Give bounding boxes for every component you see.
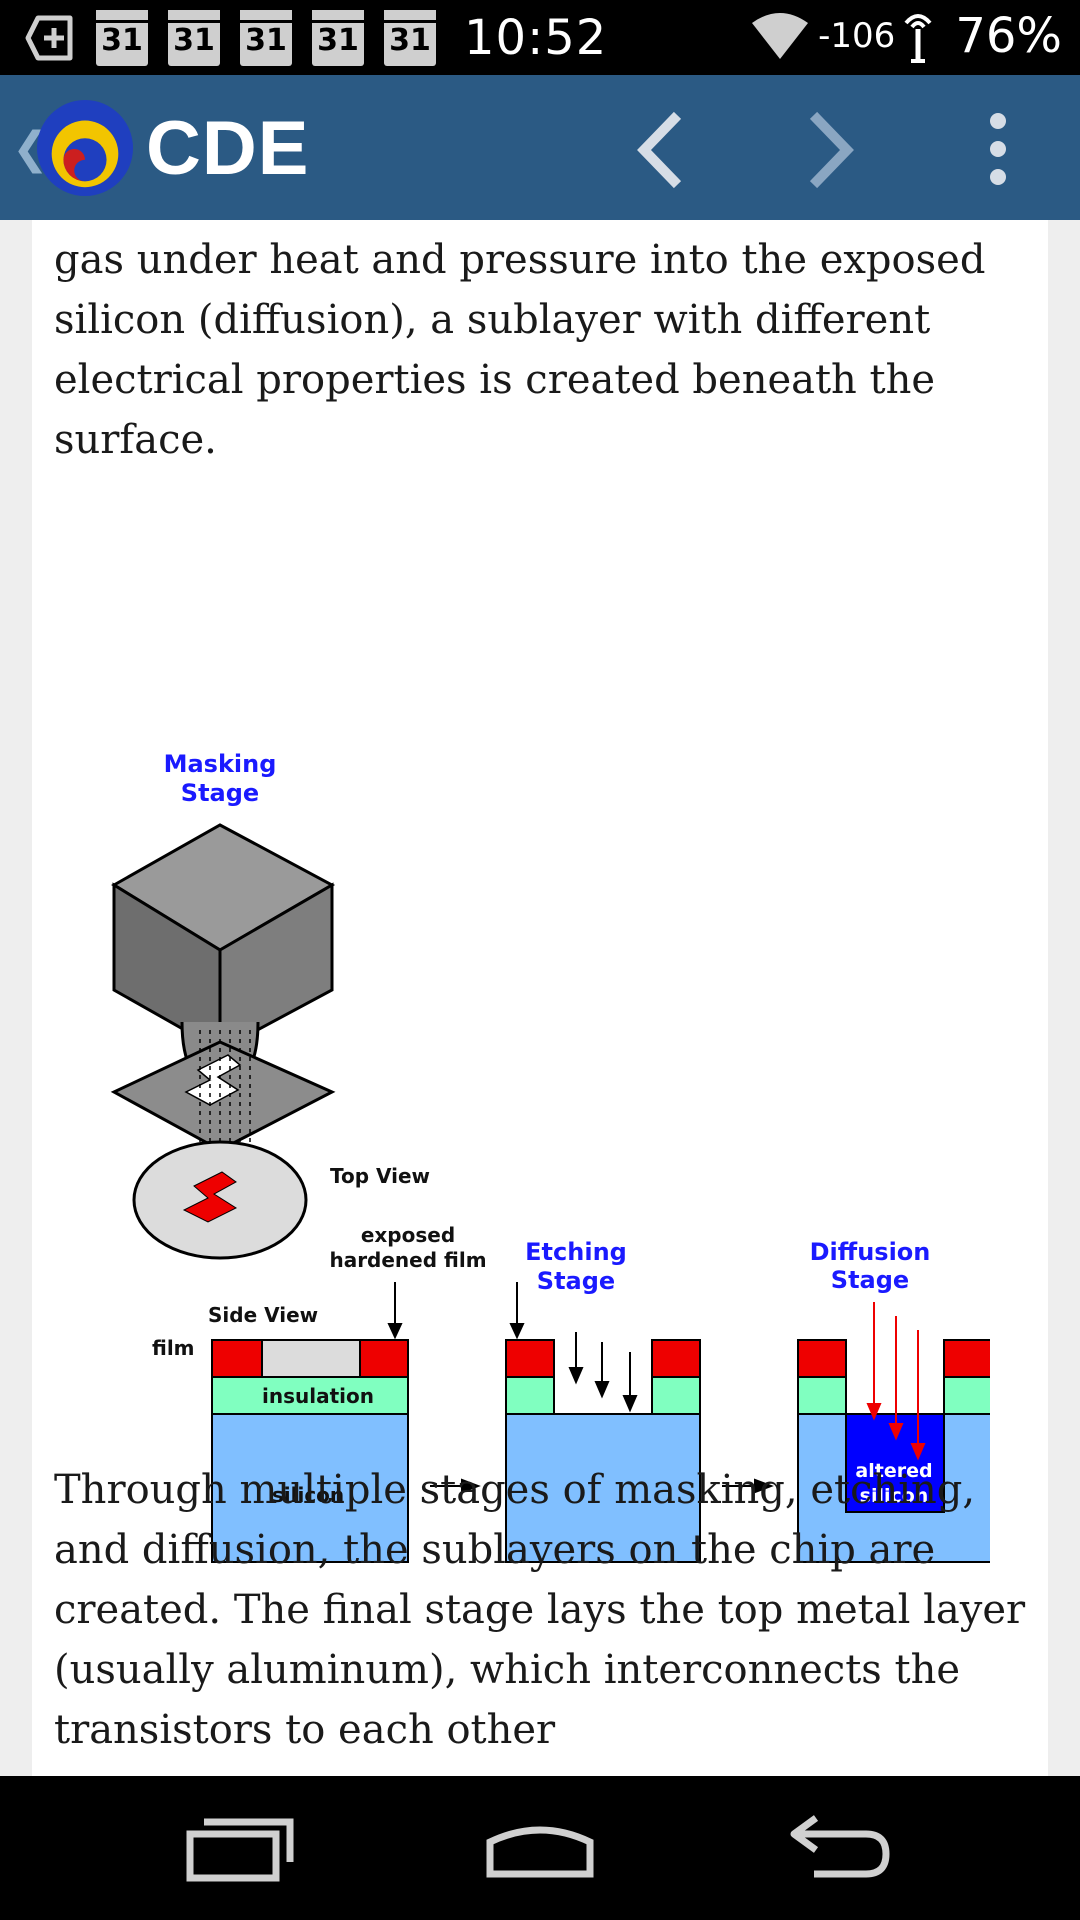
forward-arrow-icon[interactable] (783, 105, 873, 195)
article-content: gas under heat and pressure into the exp… (32, 220, 1048, 1776)
cde-logo[interactable] (36, 99, 134, 197)
calendar-icon: 31 (312, 10, 364, 66)
altered-silicon-label: altered (855, 1460, 932, 1482)
diffusion-arrows (866, 1302, 926, 1461)
side-view-etching (505, 1339, 701, 1563)
back-icon[interactable] (786, 1812, 896, 1884)
calendar-icon: 31 (240, 10, 292, 66)
masking-stage-label: Stage (181, 779, 259, 807)
calendar-icon: 31 (384, 10, 436, 66)
calendar-icon: 31 (96, 10, 148, 66)
diffusion-stage-label: Stage (831, 1266, 909, 1294)
back-arrow-icon[interactable] (618, 105, 708, 195)
clock: 10:52 (464, 10, 608, 66)
chip-fabrication-diagram: Masking Stage (110, 750, 990, 1563)
article-paragraph: Through multiple stages of masking, etch… (54, 1467, 1026, 1753)
light-source (111, 823, 336, 1090)
masking-stage-label: Masking (164, 750, 277, 778)
exposed-film-arrows (387, 1282, 525, 1340)
overflow-menu-icon[interactable] (970, 109, 1026, 189)
etching-stage-label: Stage (537, 1267, 615, 1295)
side-view-initial (211, 1339, 409, 1563)
signal-icon (904, 14, 932, 63)
status-bar: 31 31 31 31 31 10:52 -106 76% (0, 0, 1080, 75)
add-box-icon (25, 15, 73, 61)
mask-pattern (184, 1054, 242, 1106)
app-title: CDE (146, 106, 310, 191)
side-view-label: Side View (208, 1303, 318, 1327)
side-view-diffusion (797, 1339, 990, 1563)
diffusion-stage-label: Diffusion (810, 1238, 931, 1266)
etching-arrows (568, 1332, 638, 1413)
calendar-icon: 31 (168, 10, 220, 66)
battery-level: 76% (955, 8, 1062, 64)
home-icon[interactable] (484, 1812, 596, 1884)
process-arrow (722, 1478, 774, 1494)
wafer-pattern (182, 1171, 238, 1223)
recents-icon[interactable] (186, 1812, 296, 1884)
insulation-label: insulation (262, 1384, 374, 1408)
exposed-film-label: hardened film (329, 1248, 486, 1272)
article-paragraph: gas under heat and pressure into the exp… (54, 237, 986, 463)
wifi-icon (752, 13, 809, 59)
film-label: film (152, 1336, 195, 1360)
silicon-label: silicon (272, 1483, 344, 1507)
exposed-film-label: exposed (361, 1223, 455, 1247)
navigation-bar (0, 1776, 1080, 1920)
signal-strength: -106 (818, 16, 896, 56)
etching-stage-label: Etching (525, 1238, 627, 1266)
altered-silicon-label: silicon (860, 1485, 929, 1507)
process-arrow (430, 1478, 481, 1494)
top-view-label: Top View (330, 1164, 430, 1188)
app-bar: ❮ CDE (0, 75, 1080, 220)
